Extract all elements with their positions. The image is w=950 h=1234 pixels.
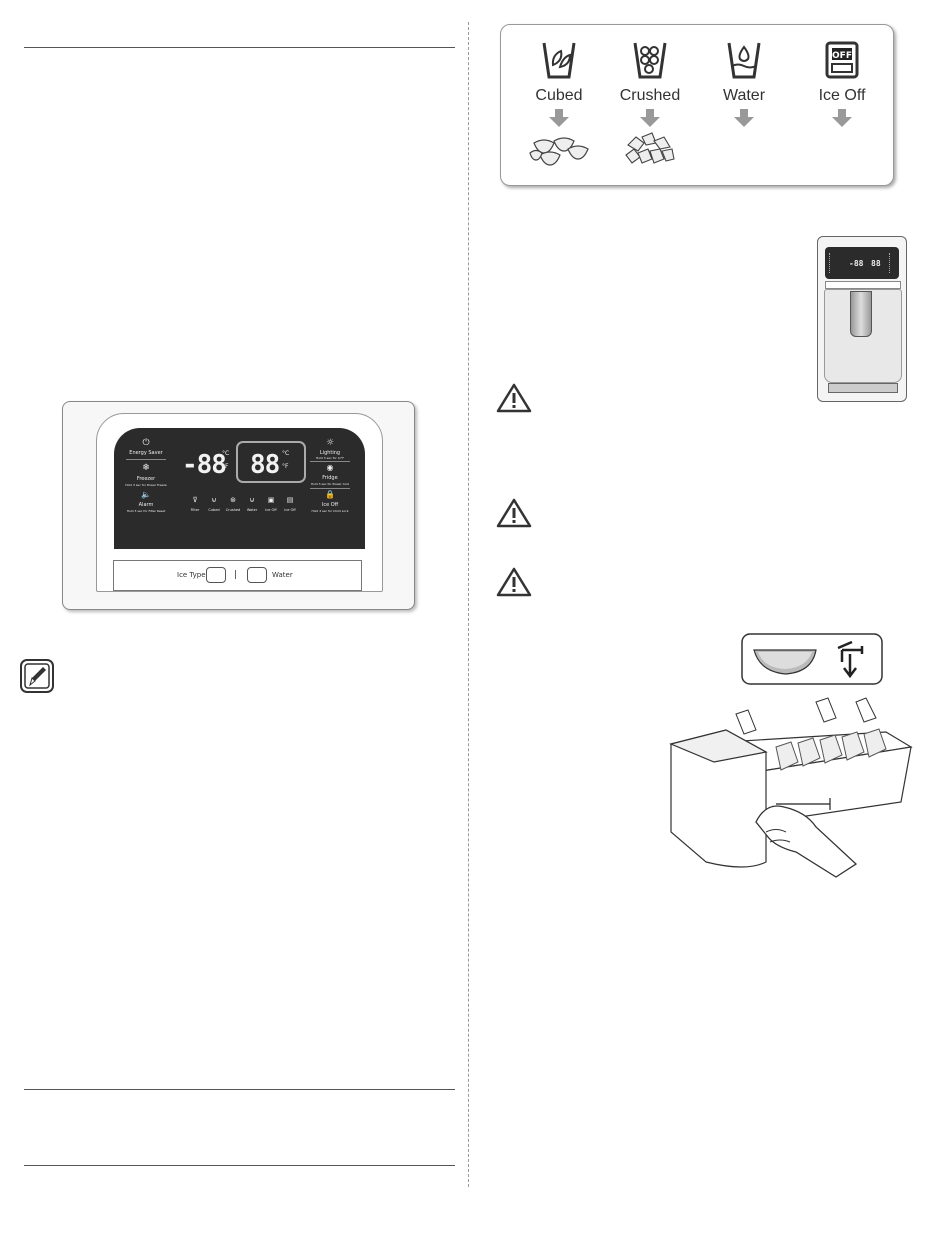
divider — [126, 459, 166, 460]
fridge-label: Fridge — [322, 475, 338, 481]
status-label: Ice Off — [284, 508, 296, 512]
legend-crushed: Crushed — [605, 39, 695, 167]
warning-triangle-icon — [496, 383, 532, 413]
control-panel-illustration: ⏻ Energy Saver ❄ Freezer Hold 3 sec for … — [62, 401, 415, 610]
alarm-sublabel: Hold 3 sec for Filter Reset — [126, 509, 166, 513]
crushed-ice-image — [625, 132, 675, 164]
arrow-down-icon — [832, 109, 852, 127]
ice-off-label: Ice Off — [321, 502, 339, 508]
arrow-down-icon — [640, 109, 660, 127]
ice-off-sublabel: Hold 3 sec for Child Lock — [311, 509, 349, 513]
display-icons-right — [889, 253, 898, 273]
ice-cubes-image — [529, 137, 589, 166]
energy-saver-icon: ⏻ — [142, 438, 150, 448]
legend-label: Water — [722, 87, 766, 104]
fridge-sublabel: Hold 3 sec for Power Cool — [310, 482, 350, 486]
fridge-unit-f: °F — [282, 463, 289, 470]
divider — [310, 461, 350, 462]
speaker-icon: 🔈 — [141, 490, 151, 499]
water-icon: ⊍ — [249, 496, 255, 504]
dispenser-illustration: -88 88 — [817, 236, 907, 402]
section-rule-bottom — [24, 1089, 455, 1090]
fridge-unit-c: °C — [282, 450, 290, 457]
arrow-down-icon — [734, 109, 754, 127]
fridge-icon: ◉ — [326, 463, 334, 472]
legend-label: Ice Off — [818, 87, 866, 104]
legend-label: Cubed — [535, 87, 583, 104]
ice-off-icon: OFF — [825, 41, 859, 79]
water-button[interactable] — [247, 567, 267, 583]
lighting-sublabel: Hold 3 sec for C/°F — [315, 456, 345, 460]
status-label: Crushed — [225, 508, 241, 512]
freezer-unit-c: °C — [222, 450, 230, 457]
legend-ice-off: OFF Ice Off — [797, 39, 887, 127]
warning-triangle-icon — [496, 498, 532, 528]
arrow-down-icon — [549, 109, 569, 127]
water-label: Water — [272, 571, 293, 579]
freezer-temp: -88 — [182, 450, 227, 480]
freezer-icon: ❄ — [142, 463, 150, 473]
fridge-temp: 88 — [250, 450, 280, 480]
ice-type-legend: Cubed Crushed — [500, 24, 894, 186]
freezer-unit-f: °F — [222, 463, 229, 470]
legend-label: Crushed — [619, 87, 681, 104]
cubed-icon: ⊌ — [211, 496, 217, 504]
status-label: Ice Off — [265, 508, 277, 512]
column-divider — [468, 22, 469, 1187]
filter-icon: ⊽ — [192, 496, 198, 504]
drip-tray — [828, 383, 898, 393]
cubed-cup-icon — [542, 42, 576, 79]
ice-maker-illustration — [669, 633, 913, 878]
ice-type-label: Ice Type — [177, 571, 206, 579]
display-icons-left — [829, 253, 838, 273]
warning-triangle-icon — [496, 567, 532, 597]
dispenser-display: -88 88 — [825, 247, 899, 279]
dispenser-freezer-temp: -88 — [849, 259, 864, 268]
section-rule-top — [24, 47, 455, 48]
legend-cubed: Cubed — [514, 39, 604, 167]
fridge-temp-highlight — [236, 441, 306, 483]
status-label: Cubed — [208, 508, 220, 512]
dispenser-lever — [850, 291, 872, 337]
lighting-icon: ☼ — [325, 438, 335, 448]
ice-off-icon: ▣ — [267, 496, 275, 504]
alarm-label: Alarm — [138, 502, 154, 508]
dispenser-fridge-temp: 88 — [871, 259, 881, 268]
legend-water: Water — [699, 39, 789, 127]
section-rule-footer — [24, 1165, 455, 1166]
control-panel-face: ⏻ Energy Saver ❄ Freezer Hold 3 sec for … — [96, 413, 383, 592]
crushed-cup-icon — [633, 42, 667, 79]
control-panel-display: ⏻ Energy Saver ❄ Freezer Hold 3 sec for … — [114, 428, 365, 549]
button-separator: | — [234, 570, 238, 580]
status-label: Water — [246, 508, 258, 512]
dispenser-button-bar: Ice Type | Water — [113, 560, 362, 591]
status-icon-row: ⊽ Filter ⊌ Cubed ⊛ Crushed ⊍ Water ▣ Ice… — [186, 496, 306, 526]
divider — [310, 488, 350, 489]
lock-icon: 🔒 — [325, 490, 335, 499]
lighting-label: Lighting — [319, 450, 341, 456]
ice-type-button[interactable] — [206, 567, 226, 583]
freezer-label: Freezer — [136, 476, 156, 482]
status-label: Filter — [190, 508, 200, 512]
energy-saver-label: Energy Saver — [129, 450, 163, 456]
ice-off-alt-icon: ▤ — [286, 496, 294, 504]
svg-text:OFF: OFF — [832, 51, 852, 61]
note-pencil-icon — [20, 659, 54, 693]
dispenser-button-strip — [825, 281, 901, 289]
freezer-sublabel: Hold 3 sec for Power Freeze — [125, 483, 167, 487]
crushed-icon: ⊛ — [230, 496, 236, 504]
water-cup-icon — [727, 42, 761, 79]
